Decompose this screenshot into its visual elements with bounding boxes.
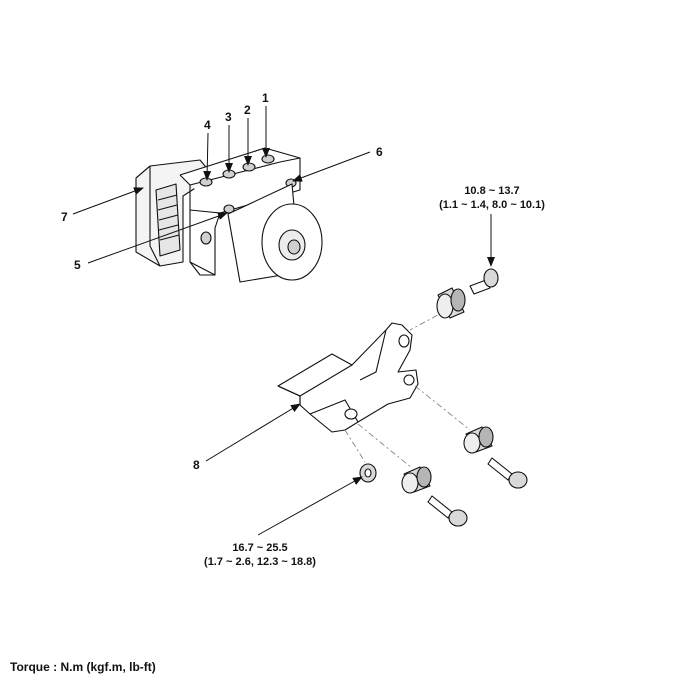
callout-5: 5 (74, 258, 81, 272)
callout-2: 2 (244, 103, 251, 117)
bracket (277, 322, 419, 433)
callout-7: 7 (61, 210, 68, 224)
leader-6 (292, 151, 371, 182)
torque-spec-lower-converted: (1.7 ~ 2.6, 12.3 ~ 18.8) (204, 556, 316, 568)
leader-7 (72, 187, 144, 215)
torque-units-legend: Torque : N.m (kgf.m, lb-ft) (10, 660, 156, 674)
leader-lines (72, 106, 495, 536)
callout-4: 4 (204, 118, 211, 132)
leader-5 (87, 212, 228, 264)
mounting-bolts (359, 268, 528, 527)
leader-torque-lower (257, 476, 363, 536)
torque-spec-upper-converted: (1.1 ~ 1.4, 8.0 ~ 10.1) (439, 199, 545, 211)
callout-8: 8 (193, 458, 200, 472)
leader-4 (203, 132, 212, 181)
leader-8 (205, 403, 301, 462)
callout-3: 3 (225, 110, 232, 124)
torque-spec-lower: 16.7 ~ 25.5 (1.7 ~ 2.6, 12.3 ~ 18.8) (186, 541, 334, 569)
bushings (401, 287, 494, 494)
callout-1: 1 (262, 91, 269, 105)
torque-spec-lower-value: 16.7 ~ 25.5 (232, 542, 288, 554)
torque-spec-upper: 10.8 ~ 13.7 (1.1 ~ 1.4, 8.0 ~ 10.1) (424, 184, 560, 212)
torque-spec-upper-value: 10.8 ~ 13.7 (464, 185, 520, 197)
callout-6: 6 (376, 145, 383, 159)
